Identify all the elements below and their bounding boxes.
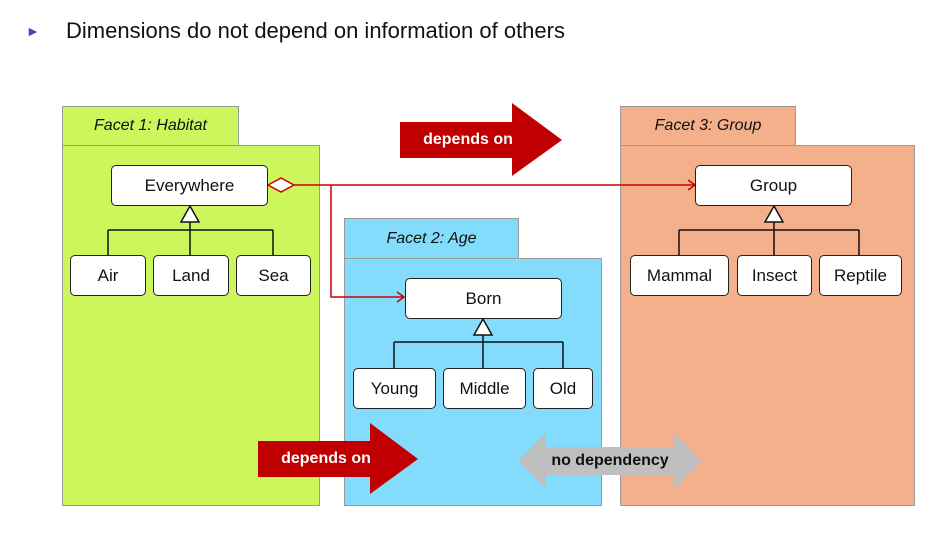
age-child-node: Old [533, 368, 593, 409]
no-dependency-arrow-shape [518, 433, 702, 489]
heading-text: Dimensions do not depend on information … [66, 18, 565, 43]
habitat-child-node: Sea [236, 255, 311, 296]
facet-group-tab: Facet 3: Group [620, 106, 796, 146]
habitat-hierarchy-lines [107, 222, 274, 255]
no-dependency-label: no dependency [551, 452, 669, 469]
facet-habitat-tab: Facet 1: Habitat [62, 106, 239, 146]
triangle-bullet-icon: ► [26, 23, 40, 39]
habitat-root-node: Everywhere [111, 165, 268, 206]
habitat-child-node: Land [153, 255, 229, 296]
group-child-node: Insect [737, 255, 812, 296]
age-generalization-triangle-icon [472, 317, 494, 336]
age-hierarchy-lines [393, 335, 564, 368]
habitat-generalization-triangle-icon [179, 204, 201, 223]
group-hierarchy-lines [678, 222, 860, 255]
heading-row: ► Dimensions do not depend on informatio… [26, 16, 565, 46]
group-child-node: Mammal [630, 255, 729, 296]
age-child-node: Young [353, 368, 436, 409]
group-generalization-triangle-icon [763, 204, 785, 223]
depends-on-top-label: depends on [423, 131, 513, 148]
aggregation-diamond-icon [266, 177, 296, 193]
facet-habitat-title: Facet 1: Habitat [94, 117, 207, 134]
aggregation-connectors [294, 179, 697, 303]
age-root-node: Born [405, 278, 562, 319]
facet-age-tab: Facet 2: Age [344, 218, 519, 259]
habitat-child-node: Air [70, 255, 146, 296]
group-child-node: Reptile [819, 255, 902, 296]
age-child-node: Middle [443, 368, 526, 409]
depends-on-top-arrow-shape [400, 103, 562, 176]
group-root-node: Group [695, 165, 852, 206]
facet-age-title: Facet 2: Age [386, 229, 477, 247]
depends-on-bottom-label: depends on [281, 450, 371, 467]
facet-group-title: Facet 3: Group [654, 117, 762, 134]
depends-on-bottom-arrow-shape [258, 423, 418, 494]
